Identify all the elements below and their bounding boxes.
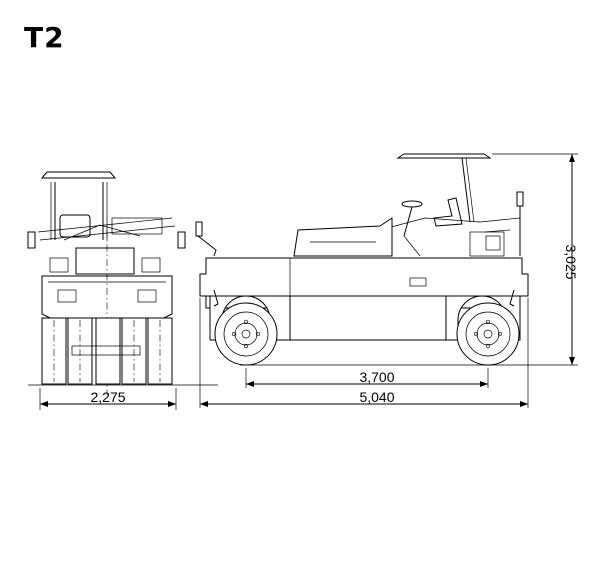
dimension-lines [28,153,578,410]
side-seat [433,197,463,227]
side-canopy-post [461,157,471,223]
front-upper-hood [75,247,135,275]
front-wheel-3 [95,317,121,385]
side-front-hood [293,217,393,257]
wheelbase-label: 3,700 [359,369,394,385]
front-seat [59,214,91,238]
front-width-label: 2,275 [90,389,125,405]
side-mirror-right [516,191,524,207]
side-engine-block [469,231,505,257]
side-canopy-roof [396,153,492,159]
overall-length-label: 5,040 [359,389,394,405]
side-rear-wheel [456,302,520,366]
front-mirror-left [27,231,36,249]
front-canopy-roof [40,171,117,179]
side-view [195,153,529,366]
side-lower-body [289,295,447,341]
model-title: T2 [24,21,65,54]
overall-height-label: 3,025 [563,244,579,279]
side-chassis [199,257,529,297]
front-view [27,171,186,395]
side-mirror-left [195,221,203,237]
side-front-wheel [214,302,278,366]
side-steering-wheel [401,200,423,208]
front-mirror-right [177,231,186,249]
